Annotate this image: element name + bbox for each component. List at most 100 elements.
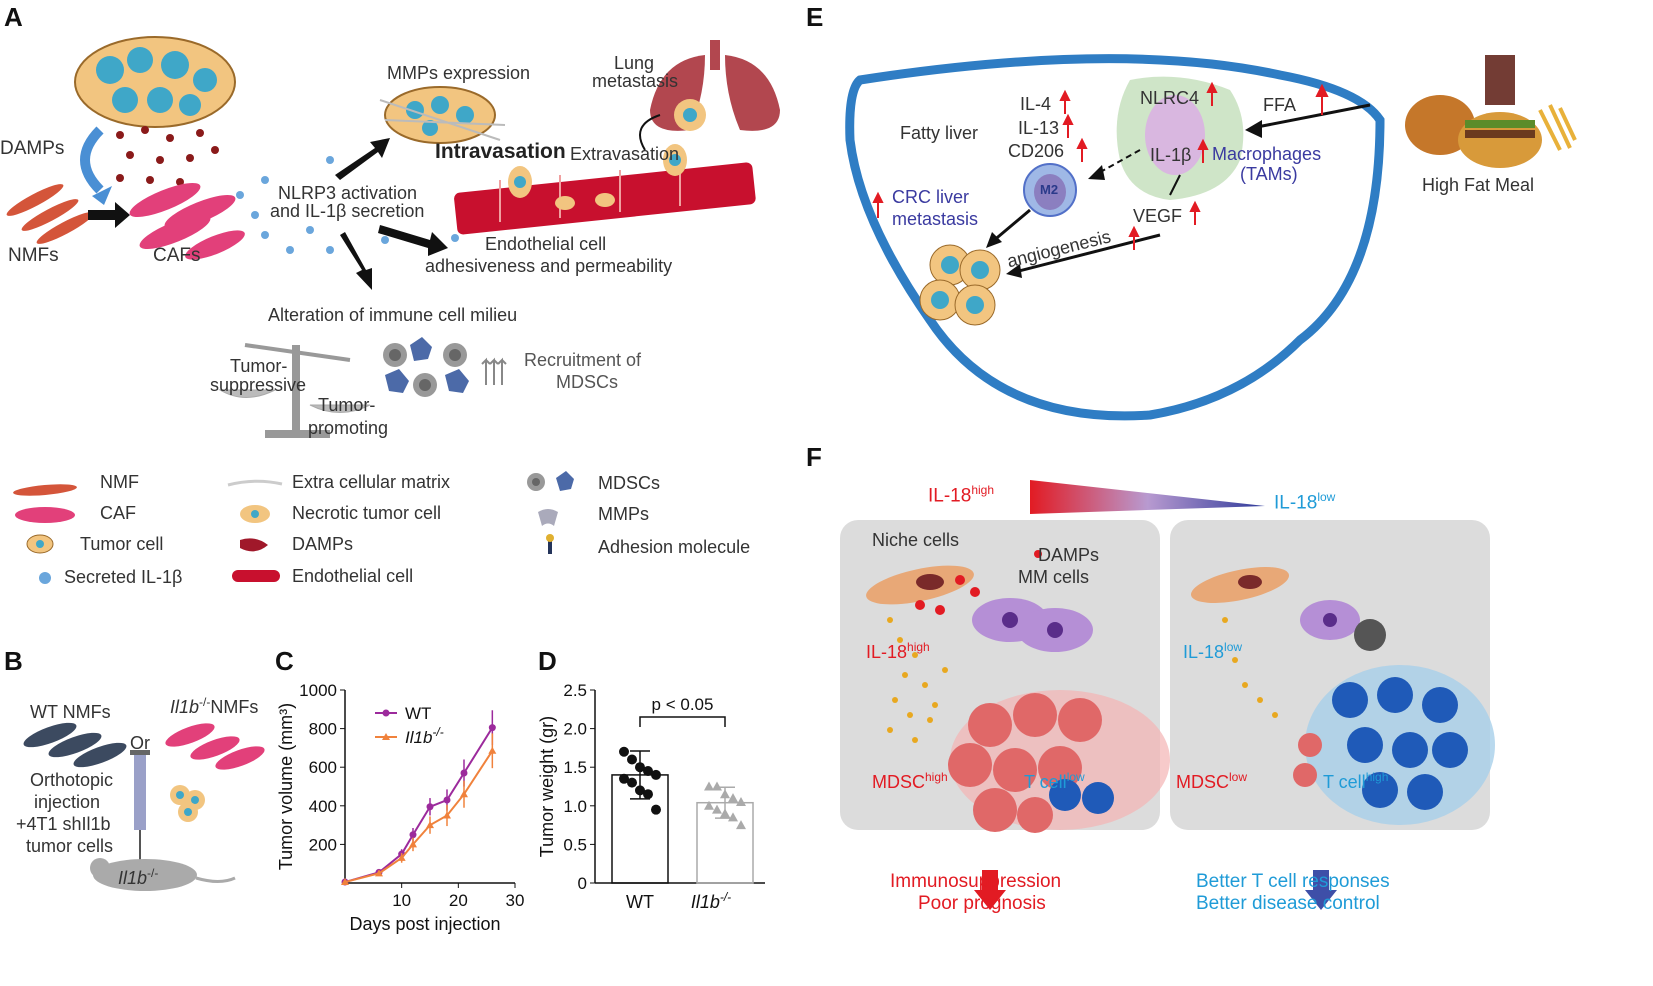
- label-right-tcell: T cellhigh: [1323, 770, 1389, 792]
- label-high-fat-meal: High Fat Meal: [1422, 175, 1535, 195]
- y-tick-label: 2.0: [563, 720, 587, 739]
- label-crc-1: CRC liver: [892, 187, 970, 207]
- data-point: [488, 724, 496, 732]
- label-mouse-genotype: Il1b-/-: [118, 866, 159, 888]
- label-il18-low-top: IL-18low: [1274, 490, 1336, 514]
- label-nlrp3-1: NLRP3 activation: [278, 183, 418, 203]
- il18-gradient-wedge: [1030, 480, 1265, 514]
- label-recruit-1: Recruitment of: [524, 350, 642, 370]
- label-outcome-left-1: Immunosuppression: [890, 871, 1062, 892]
- series-line-0: [344, 727, 494, 883]
- blood-vessel-icon: [454, 144, 756, 235]
- syringe-icon: [130, 750, 150, 865]
- p-value-label: p < 0.05: [652, 695, 714, 714]
- legend-ko-marker: [382, 733, 390, 740]
- wt-nmf-cells-icon: [23, 722, 127, 768]
- data-point: [426, 803, 434, 811]
- label-tumor-prom-1: Tumor-: [318, 395, 376, 415]
- x-axis-label: Days post injection: [349, 914, 500, 934]
- significance-bracket: [639, 716, 726, 727]
- data-point: [397, 853, 406, 861]
- y-tick-label: 800: [309, 720, 337, 739]
- panel-label-a: A: [4, 2, 23, 32]
- panel-f-illustration: [840, 480, 1495, 910]
- y-tick-label: 0: [578, 874, 587, 893]
- nmf-cells-icon: [6, 184, 94, 244]
- mmps-expression-icon: [379, 86, 506, 144]
- label-lung-2: metastasis: [592, 71, 679, 91]
- panel-e-illustration: [845, 54, 1577, 421]
- label-ortho-4: tumor cells: [26, 836, 114, 856]
- data-point: [736, 796, 746, 806]
- legend-ko-label: Il1b-/-: [405, 725, 444, 747]
- arrow-to-endothelial: [378, 225, 448, 256]
- data-point: [704, 800, 714, 810]
- legend-damps: DAMPs: [292, 534, 354, 554]
- legend-tumor-cell: Tumor cell: [80, 534, 164, 554]
- data-point: [651, 804, 661, 815]
- label-ffa: FFA: [1263, 95, 1297, 115]
- crc-tumor-cluster-icon: [919, 244, 1001, 326]
- legend-caf: CAF: [100, 503, 136, 523]
- data-point: [488, 746, 497, 754]
- mouse-icon: [90, 858, 236, 891]
- panel-label-c: C: [275, 646, 294, 676]
- legend-mmps: MMPs: [598, 504, 649, 524]
- legend-necrotic: Necrotic tumor cell: [292, 503, 442, 523]
- label-recruit-2: MDSCs: [556, 372, 618, 392]
- data-point: [619, 746, 629, 757]
- legend-adhesion: Adhesion molecule: [598, 537, 751, 557]
- label-mm-cells: MM cells: [1018, 567, 1089, 587]
- label-nlrp3-2: and IL-1β secretion: [270, 201, 425, 221]
- label-lung-1: Lung: [614, 53, 655, 73]
- x-category-wt: WT: [626, 892, 654, 912]
- label-ortho-1: Orthotopic: [30, 770, 114, 790]
- legend-wt-marker: [382, 709, 390, 717]
- x-tick-label: 10: [392, 891, 411, 910]
- data-point: [627, 754, 637, 765]
- y-tick-label: 600: [309, 758, 337, 777]
- label-right-il18: IL-18low: [1183, 640, 1243, 662]
- data-point: [736, 820, 746, 830]
- y-tick-label: 0.5: [563, 835, 587, 854]
- poor-outcome-arrow: [974, 870, 1006, 910]
- legend-mdscs: MDSCs: [598, 473, 660, 493]
- data-point: [409, 840, 417, 848]
- data-point: [443, 796, 451, 804]
- x-tick-label: 30: [506, 891, 525, 910]
- right-niche-cells: [1190, 567, 1495, 825]
- il18-dots-right: [1222, 617, 1278, 718]
- left-niche-cells: [866, 565, 1170, 833]
- data-point: [643, 789, 653, 800]
- tumor-cells-icon: [170, 785, 205, 822]
- data-point: [426, 821, 434, 829]
- label-macrophages-2: (TAMs): [1240, 164, 1298, 184]
- data-point: [460, 769, 468, 777]
- increase-arrows-icon: [872, 81, 1329, 250]
- label-intravasation: Intravasation: [435, 140, 566, 163]
- label-tumor-supp-2: suppressive: [210, 375, 307, 395]
- data-point: [643, 766, 653, 777]
- label-cd206: CD206: [1008, 141, 1065, 161]
- y-axis-label: Tumor weight (gr): [537, 716, 557, 857]
- label-mmps-expression: MMPs expression: [387, 63, 531, 83]
- label-il4: IL-4: [1020, 94, 1052, 114]
- panel-label-d: D: [538, 646, 557, 676]
- data-point: [720, 808, 730, 818]
- data-point: [375, 869, 383, 877]
- legend-endothelial: Endothelial cell: [292, 566, 414, 586]
- label-or: Or: [130, 733, 150, 753]
- y-tick-label: 1.0: [563, 797, 587, 816]
- label-damps-f: DAMPs: [1038, 545, 1100, 565]
- label-ko-nmfs: Il1b-/-NMFs: [170, 695, 259, 717]
- data-point: [635, 762, 645, 773]
- label-damps: DAMPs: [0, 138, 65, 159]
- legend-wt-label: WT: [405, 704, 431, 723]
- label-macrophages-1: Macrophages: [1212, 144, 1322, 164]
- panel-label-e: E: [806, 2, 824, 32]
- data-point: [728, 812, 738, 822]
- label-outcome-left-2: Poor prognosis: [918, 893, 1046, 914]
- liver-outline: [845, 54, 1385, 421]
- damps-particles-icon: [116, 126, 219, 186]
